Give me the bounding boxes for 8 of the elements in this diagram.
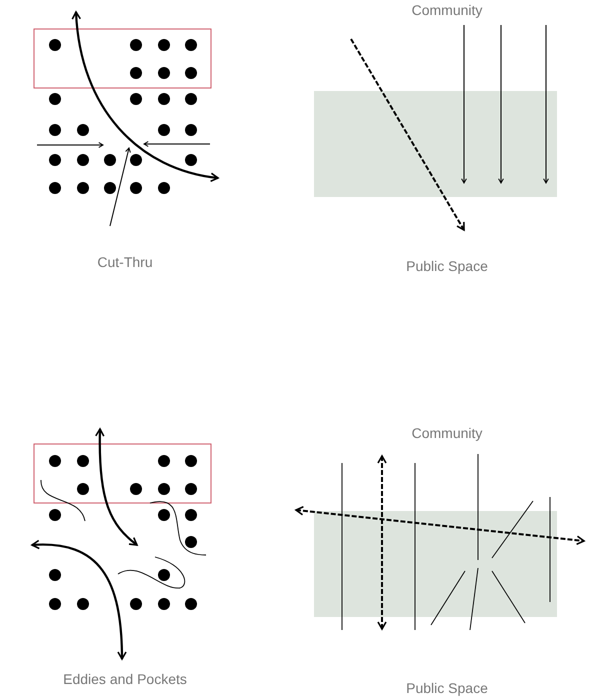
caption-text: Community xyxy=(412,2,482,18)
caption-text: Public Space xyxy=(406,258,488,274)
caption-text: Public Space xyxy=(406,680,488,696)
public-space-band xyxy=(314,91,557,197)
caption-text: Cut-Thru xyxy=(97,254,153,270)
public-space-band xyxy=(314,511,557,617)
caption-text: Community xyxy=(412,425,482,441)
caption-text: Eddies and Pockets xyxy=(63,671,187,687)
